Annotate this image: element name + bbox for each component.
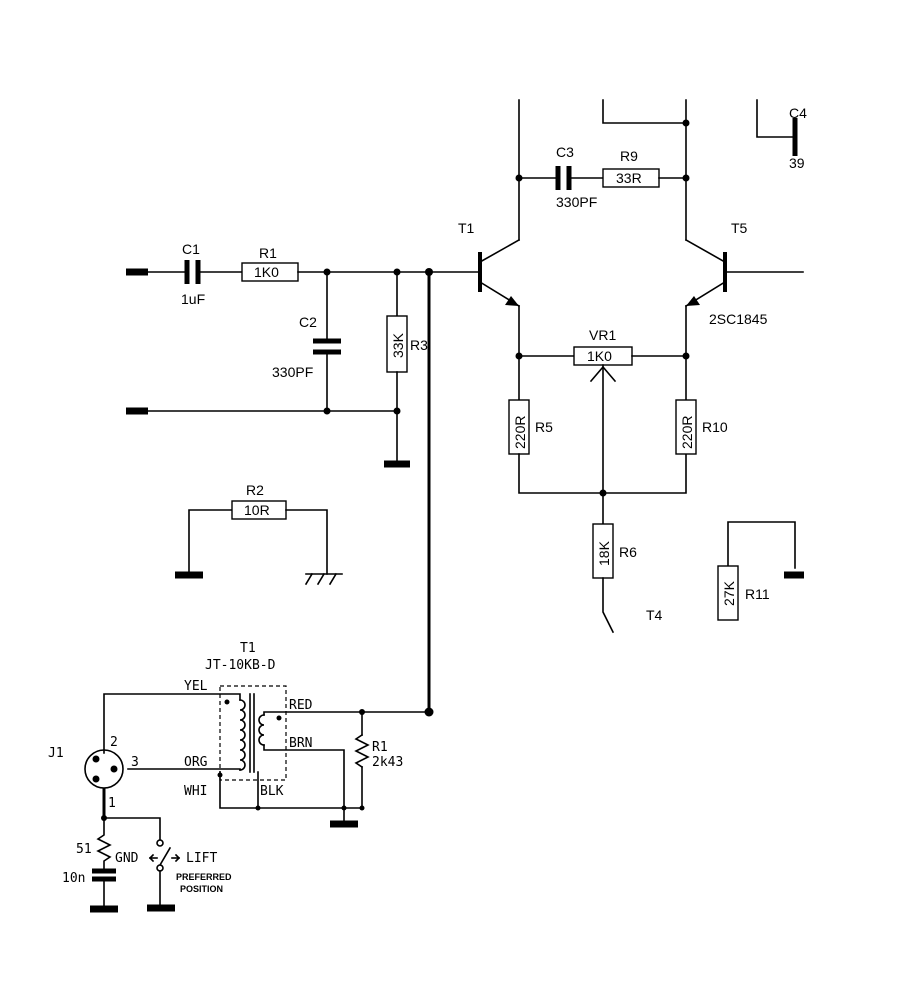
component-labels: C1 1uF R1 1K0 C2 330PF 33K R3 R2 10R C3 …	[48, 105, 807, 894]
label-t4: T4	[646, 607, 663, 623]
label-blk: BLK	[260, 784, 284, 799]
label-r2-value: 10R	[244, 502, 270, 518]
transistor-t1	[478, 238, 521, 308]
label-r9: R9	[620, 148, 638, 164]
label-t1: T1	[458, 220, 475, 236]
label-r5: R5	[535, 419, 553, 435]
label-lift: LIFT	[186, 851, 217, 866]
label-r1-value: 1K0	[254, 264, 279, 280]
label-c4-value-partial: 39	[789, 155, 805, 171]
label-c3: C3	[556, 144, 574, 160]
label-r11: R11	[745, 586, 770, 602]
label-pin2: 2	[110, 735, 118, 750]
transformer-enclosure	[219, 685, 287, 781]
chassis-ground-symbol	[304, 572, 343, 586]
label-r1b: R1	[372, 740, 388, 755]
label-vr1-value: 1K0	[587, 348, 612, 364]
capacitor-c2	[313, 338, 341, 355]
label-r5-value: 220R	[512, 416, 528, 449]
label-t5: T5	[731, 220, 748, 236]
label-vr1: VR1	[589, 327, 616, 343]
label-c1-value: 1uF	[181, 291, 205, 307]
transistor-t5	[684, 238, 804, 308]
input-network	[126, 260, 481, 712]
primary-coil	[239, 699, 246, 771]
ground-lift-switch	[158, 846, 172, 867]
label-whi: WHI	[184, 784, 207, 799]
label-c2: C2	[299, 314, 317, 330]
r11-network	[717, 521, 804, 621]
transformer-input-stage	[84, 685, 434, 913]
label-r6: R6	[619, 544, 637, 560]
capacitor-c1	[184, 260, 201, 284]
resistor-r1b	[354, 733, 370, 769]
label-pin1: 1	[108, 796, 116, 811]
capacitor-c4-partial	[756, 99, 798, 156]
label-r6-value: 18K	[596, 540, 612, 566]
label-r9-value: 33R	[616, 170, 642, 186]
label-r2: R2	[246, 482, 264, 498]
label-r10: R10	[702, 419, 728, 435]
label-transformer-part: JT-10KB-D	[205, 658, 276, 673]
label-c4-partial: C4	[789, 105, 807, 121]
label-r1: R1	[259, 245, 277, 261]
label-c1: C1	[182, 241, 200, 257]
label-preferred: PREFERRED	[176, 872, 232, 882]
label-c10n: 10n	[62, 871, 85, 886]
label-r11-value: 27K	[721, 580, 737, 606]
label-c2-value: 330PF	[272, 364, 313, 380]
secondary-coil	[258, 714, 265, 746]
differential-pair	[478, 99, 804, 634]
capacitor-c3	[555, 166, 572, 190]
label-t5-part: 2SC1845	[709, 311, 768, 327]
label-r51: 51	[76, 842, 92, 857]
label-r1b-value: 2k43	[372, 755, 403, 770]
label-r3: R3	[410, 337, 428, 353]
label-transformer: T1	[240, 641, 256, 656]
resistor-51	[96, 817, 112, 869]
label-red: RED	[289, 698, 313, 713]
resistor-r10	[675, 399, 697, 455]
resistor-r11	[717, 565, 739, 621]
label-pin3: 3	[131, 755, 139, 770]
label-org: ORG	[184, 755, 208, 770]
label-gnd: GND	[115, 851, 139, 866]
label-position: POSITION	[180, 884, 223, 894]
label-r3-value: 33K	[390, 332, 406, 358]
r2-network	[175, 500, 343, 586]
label-brn: BRN	[289, 736, 312, 751]
label-j1: J1	[48, 746, 64, 761]
label-c3-value: 330PF	[556, 194, 597, 210]
label-r10-value: 220R	[679, 416, 695, 449]
label-yel: YEL	[184, 679, 208, 694]
xlr-connector-j1	[84, 749, 124, 789]
